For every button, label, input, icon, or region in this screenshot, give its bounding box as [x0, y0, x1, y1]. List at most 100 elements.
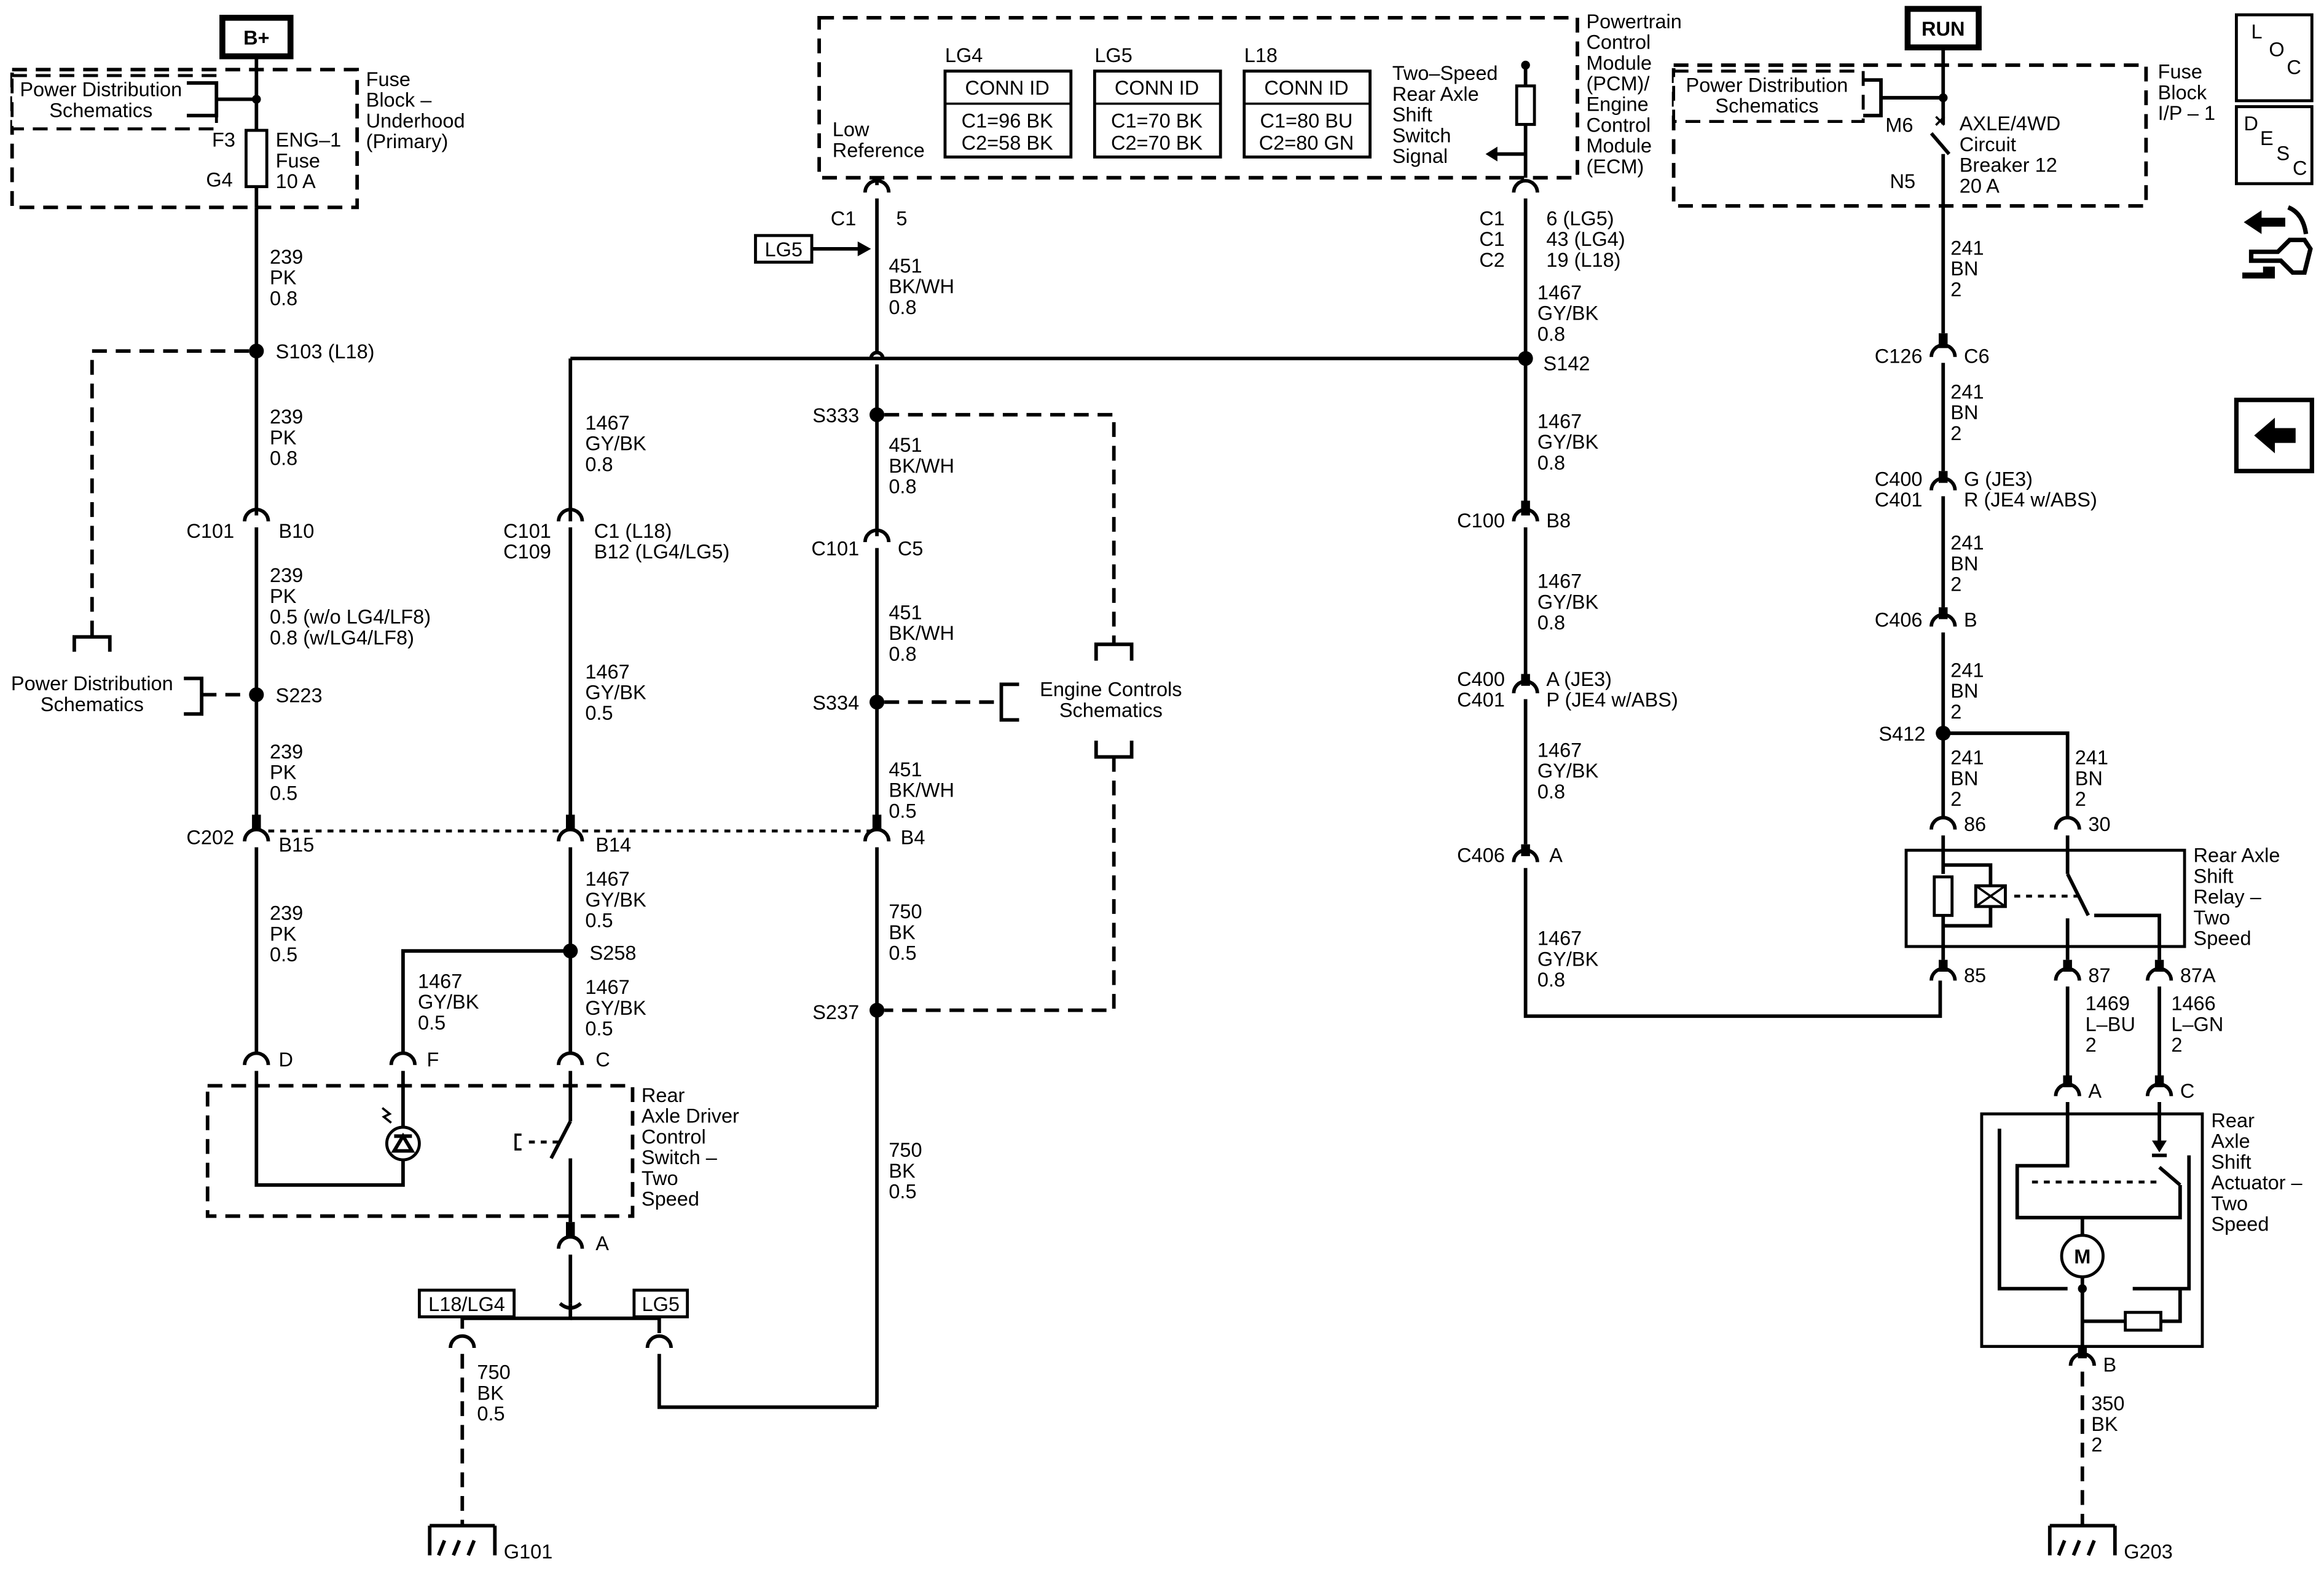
connector-label: C401 [1457, 689, 1505, 711]
pcm-title: (PCM)/ [1586, 73, 1650, 95]
switch-title: Two [642, 1167, 678, 1189]
connector-label: C126 [1875, 345, 1923, 367]
pcm-title: Powertrain [1586, 10, 1681, 33]
pin-label: R (JE4 w/ABS) [1964, 489, 2097, 511]
connector-label: C401 [1875, 489, 1923, 511]
run-label: RUN [1922, 18, 1965, 40]
connector-label: C101 [811, 538, 859, 560]
wire-label: PK [270, 427, 297, 449]
pcm-title: Control [1586, 31, 1651, 53]
splice-s103 [249, 344, 264, 359]
switch-title: Switch – [642, 1146, 718, 1168]
signal-label: Switch [1392, 124, 1451, 146]
wire-label: 451 [889, 254, 922, 277]
wire-label: 1469 [2086, 993, 2130, 1015]
svg-text:S: S [2276, 142, 2290, 164]
wire-label: 350 [2091, 1392, 2124, 1414]
connector-label: C5 [898, 538, 924, 560]
wire-label: 241 [1950, 532, 1984, 554]
connector-label: B10 [278, 520, 314, 542]
wire-label: 0.8 [1537, 781, 1565, 803]
wire-label: 1467 [1537, 282, 1582, 304]
splice-label: S333 [812, 404, 859, 427]
back-arrow-button[interactable] [2234, 398, 2314, 473]
wire-label: BK/WH [889, 779, 954, 801]
fuse-ip-title: Block [2158, 81, 2207, 103]
low-reference-label: Low [833, 119, 870, 141]
connector-label: C101 [503, 520, 551, 542]
wire-label: GY/BK [585, 433, 646, 455]
wire-label: PK [270, 923, 297, 945]
wire-label: 1467 [1537, 927, 1582, 950]
repair-tools-icon[interactable] [2242, 205, 2313, 279]
svg-text:C: C [2287, 56, 2301, 78]
wire-label: BK/WH [889, 622, 954, 644]
pcm-ecm-module [817, 16, 1579, 180]
g4-label: G4 [206, 169, 232, 191]
ecs-label: Engine Controls [1040, 679, 1182, 701]
pds-ip-line1: Power Distribution [1686, 74, 1848, 96]
fuse-block-underhood [10, 68, 359, 210]
relay-title: Shift [2194, 865, 2234, 887]
wire-label: 2 [1950, 422, 1961, 444]
actuator-title: Speed [2211, 1213, 2269, 1235]
desc-button[interactable]: D E S C [2235, 105, 2314, 186]
pin-label: B [2103, 1354, 2117, 1376]
wire-label: BN [1950, 553, 1978, 575]
motor-label: M [2074, 1246, 2090, 1268]
wire-label: 2 [1950, 573, 1961, 596]
breaker-type: Circuit [1960, 133, 2016, 156]
svg-text:D: D [2244, 112, 2258, 135]
wire-label: 2 [2171, 1034, 2182, 1056]
connector-label: C202 [186, 827, 234, 849]
conn-table-engine: L18 [1244, 44, 1278, 66]
splice-s142 [1518, 351, 1533, 366]
m6-label: M6 [1885, 114, 1913, 136]
wire-label: 1467 [1537, 570, 1582, 593]
conn-table-row: C1=70 BK [1111, 109, 1203, 132]
wire-label: 0.8 (w/LG4/LF8) [270, 626, 414, 648]
wire-label: 0.8 [889, 476, 916, 498]
wire-label: 0.8 [1537, 969, 1565, 991]
signal-label: Two–Speed [1392, 62, 1498, 84]
connector-label: B15 [278, 834, 314, 856]
fuse-block-title-1: Fuse [366, 68, 410, 90]
actuator-title: Rear [2211, 1109, 2255, 1132]
splice-s412 [1936, 725, 1951, 741]
wire-label: GY/BK [1537, 760, 1599, 782]
svg-text:C: C [2293, 157, 2307, 179]
splice-label: S334 [812, 691, 859, 714]
switch-title: Control [642, 1125, 706, 1148]
connector-label: B14 [595, 834, 631, 856]
actuator-title: Shift [2211, 1151, 2251, 1173]
pin-label: 86 [1964, 813, 1986, 835]
loc-button[interactable]: L O C [2235, 13, 2314, 103]
pcm-title: (ECM) [1586, 156, 1644, 178]
wire-label: GY/BK [585, 681, 646, 703]
wire-label: 1467 [418, 970, 462, 992]
signal-label: Rear Axle [1392, 83, 1479, 105]
connector-label: C1 [831, 207, 857, 229]
wire-label: BK [889, 1160, 916, 1182]
relay-title: Relay – [2194, 886, 2262, 908]
fuse-block-title-2: Block – [366, 89, 433, 111]
option-tag-text: L18/LG4 [428, 1293, 505, 1315]
wire-label: L–BU [2086, 1013, 2135, 1035]
connector-label: C6 [1964, 345, 1990, 367]
connector-label: B4 [901, 827, 925, 849]
pds-top-line2: Schematics [49, 99, 152, 121]
wire-label: 0.5 [270, 943, 297, 966]
conn-table-header: CONN ID [1115, 77, 1199, 99]
option-tag-text: LG5 [765, 238, 803, 261]
wire-label: 241 [2075, 747, 2108, 769]
connector-label: C400 [1875, 468, 1923, 490]
switch-title: Axle Driver [642, 1105, 739, 1127]
connector-label: C109 [503, 541, 551, 563]
conn-table-engine: LG5 [1094, 44, 1132, 66]
pin-label: P (JE4 w/ABS) [1546, 689, 1678, 711]
pcm-title: Module [1586, 135, 1652, 157]
wire-label: PK [270, 585, 297, 607]
wire-label: BN [2075, 767, 2103, 789]
conn-table-row: C2=80 GN [1259, 132, 1354, 154]
